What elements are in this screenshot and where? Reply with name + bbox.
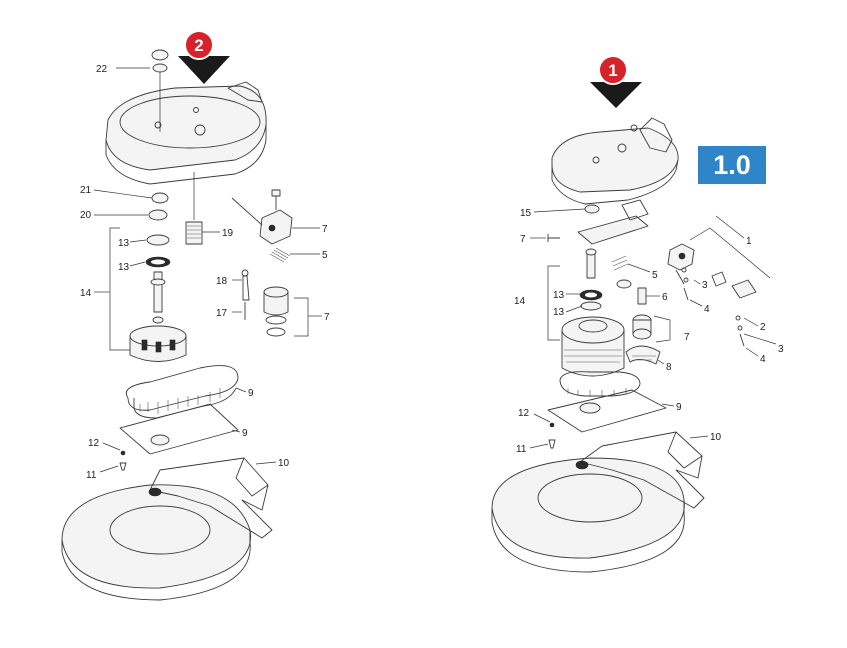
right-callout-3a: 3 [702, 280, 708, 291]
step-marker-2: 2 [178, 30, 230, 84]
right-part-8 [625, 345, 661, 365]
right-callout-4a: 4 [704, 304, 710, 315]
step-number-1: 1 [608, 61, 617, 80]
right-part-10-base [491, 431, 705, 573]
left-callout-9a: 9 [248, 388, 254, 399]
left-callout-5: 5 [322, 250, 328, 261]
left-part-7-cylinder [263, 286, 289, 337]
left-part-10-base [61, 457, 273, 601]
left-part-20 [148, 209, 168, 221]
right-callout-3b: 3 [778, 344, 784, 355]
left-callout-7a: 7 [322, 224, 328, 235]
left-part-9-plate [119, 403, 239, 455]
left-callout-13a: 13 [118, 238, 130, 249]
right-callout-4b: 4 [760, 354, 766, 365]
left-part-22 [151, 49, 169, 132]
left-callout-9b: 9 [242, 428, 248, 439]
left-callout-13b: 13 [118, 262, 130, 273]
right-assembly: 15 7 1 14 13 13 5 6 3 4 7 2 3 4 8 9 12 1… [491, 55, 784, 573]
left-part-5 [269, 247, 291, 263]
right-callout-15: 15 [520, 208, 532, 219]
right-callout-1: 1 [746, 236, 752, 247]
left-part-13-top [146, 234, 170, 246]
right-callout-9: 9 [676, 402, 682, 413]
left-part-21 [151, 192, 169, 204]
right-callout-11: 11 [516, 444, 527, 455]
right-callout-7b: 7 [684, 332, 690, 343]
step-marker-1: 1 [590, 55, 642, 108]
left-callout-18: 18 [216, 276, 228, 287]
right-part-9-plate [547, 389, 667, 433]
right-part-7-bracket [547, 199, 649, 245]
right-callout-14: 14 [514, 296, 526, 307]
right-callout-6: 6 [662, 292, 668, 303]
left-part-18 [241, 269, 250, 301]
right-part-14-shaft [579, 248, 603, 311]
left-callout-20: 20 [80, 210, 92, 221]
right-leader-lines [529, 208, 777, 449]
left-callout-19: 19 [222, 228, 234, 239]
left-part-7-valve [231, 189, 293, 245]
right-top-housing [551, 117, 679, 205]
left-top-cover [105, 81, 267, 185]
left-callout-22: 22 [96, 64, 108, 75]
left-callout-10: 10 [278, 458, 290, 469]
right-part-9-belt [559, 371, 641, 397]
left-callout-14: 14 [80, 288, 92, 299]
left-callout-21: 21 [80, 185, 92, 196]
left-callout-17: 17 [216, 308, 228, 319]
right-part-7-valve [632, 314, 652, 340]
right-screws [548, 422, 556, 449]
left-part-19 [185, 172, 203, 245]
right-callout-12: 12 [518, 408, 530, 419]
left-assembly: 22 21 20 13 13 14 19 7 5 18 17 7 9 9 12 … [61, 30, 330, 601]
left-screws [119, 450, 127, 471]
left-part-9-belt [125, 365, 239, 419]
right-callout-13b: 13 [553, 307, 565, 318]
version-badge: 1.0 [698, 146, 766, 184]
left-part-14-shaft [150, 271, 166, 324]
right-callout-5: 5 [652, 270, 658, 281]
right-part-5 [611, 255, 629, 271]
right-part-15 [584, 204, 600, 214]
right-part-6 [616, 279, 647, 305]
right-callout-10: 10 [710, 432, 722, 443]
right-callout-13a: 13 [553, 290, 565, 301]
left-callout-7b: 7 [324, 312, 330, 323]
step-number-2: 2 [194, 36, 203, 55]
left-leader-lines [93, 67, 322, 473]
right-callout-2: 2 [760, 322, 766, 333]
left-rotor [129, 325, 187, 362]
right-rotor [561, 316, 625, 377]
right-part-1-brushes [667, 227, 771, 347]
left-callout-12: 12 [88, 438, 100, 449]
right-callout-8: 8 [666, 362, 672, 373]
left-callout-11: 11 [86, 470, 97, 481]
right-callout-7a: 7 [520, 234, 526, 245]
